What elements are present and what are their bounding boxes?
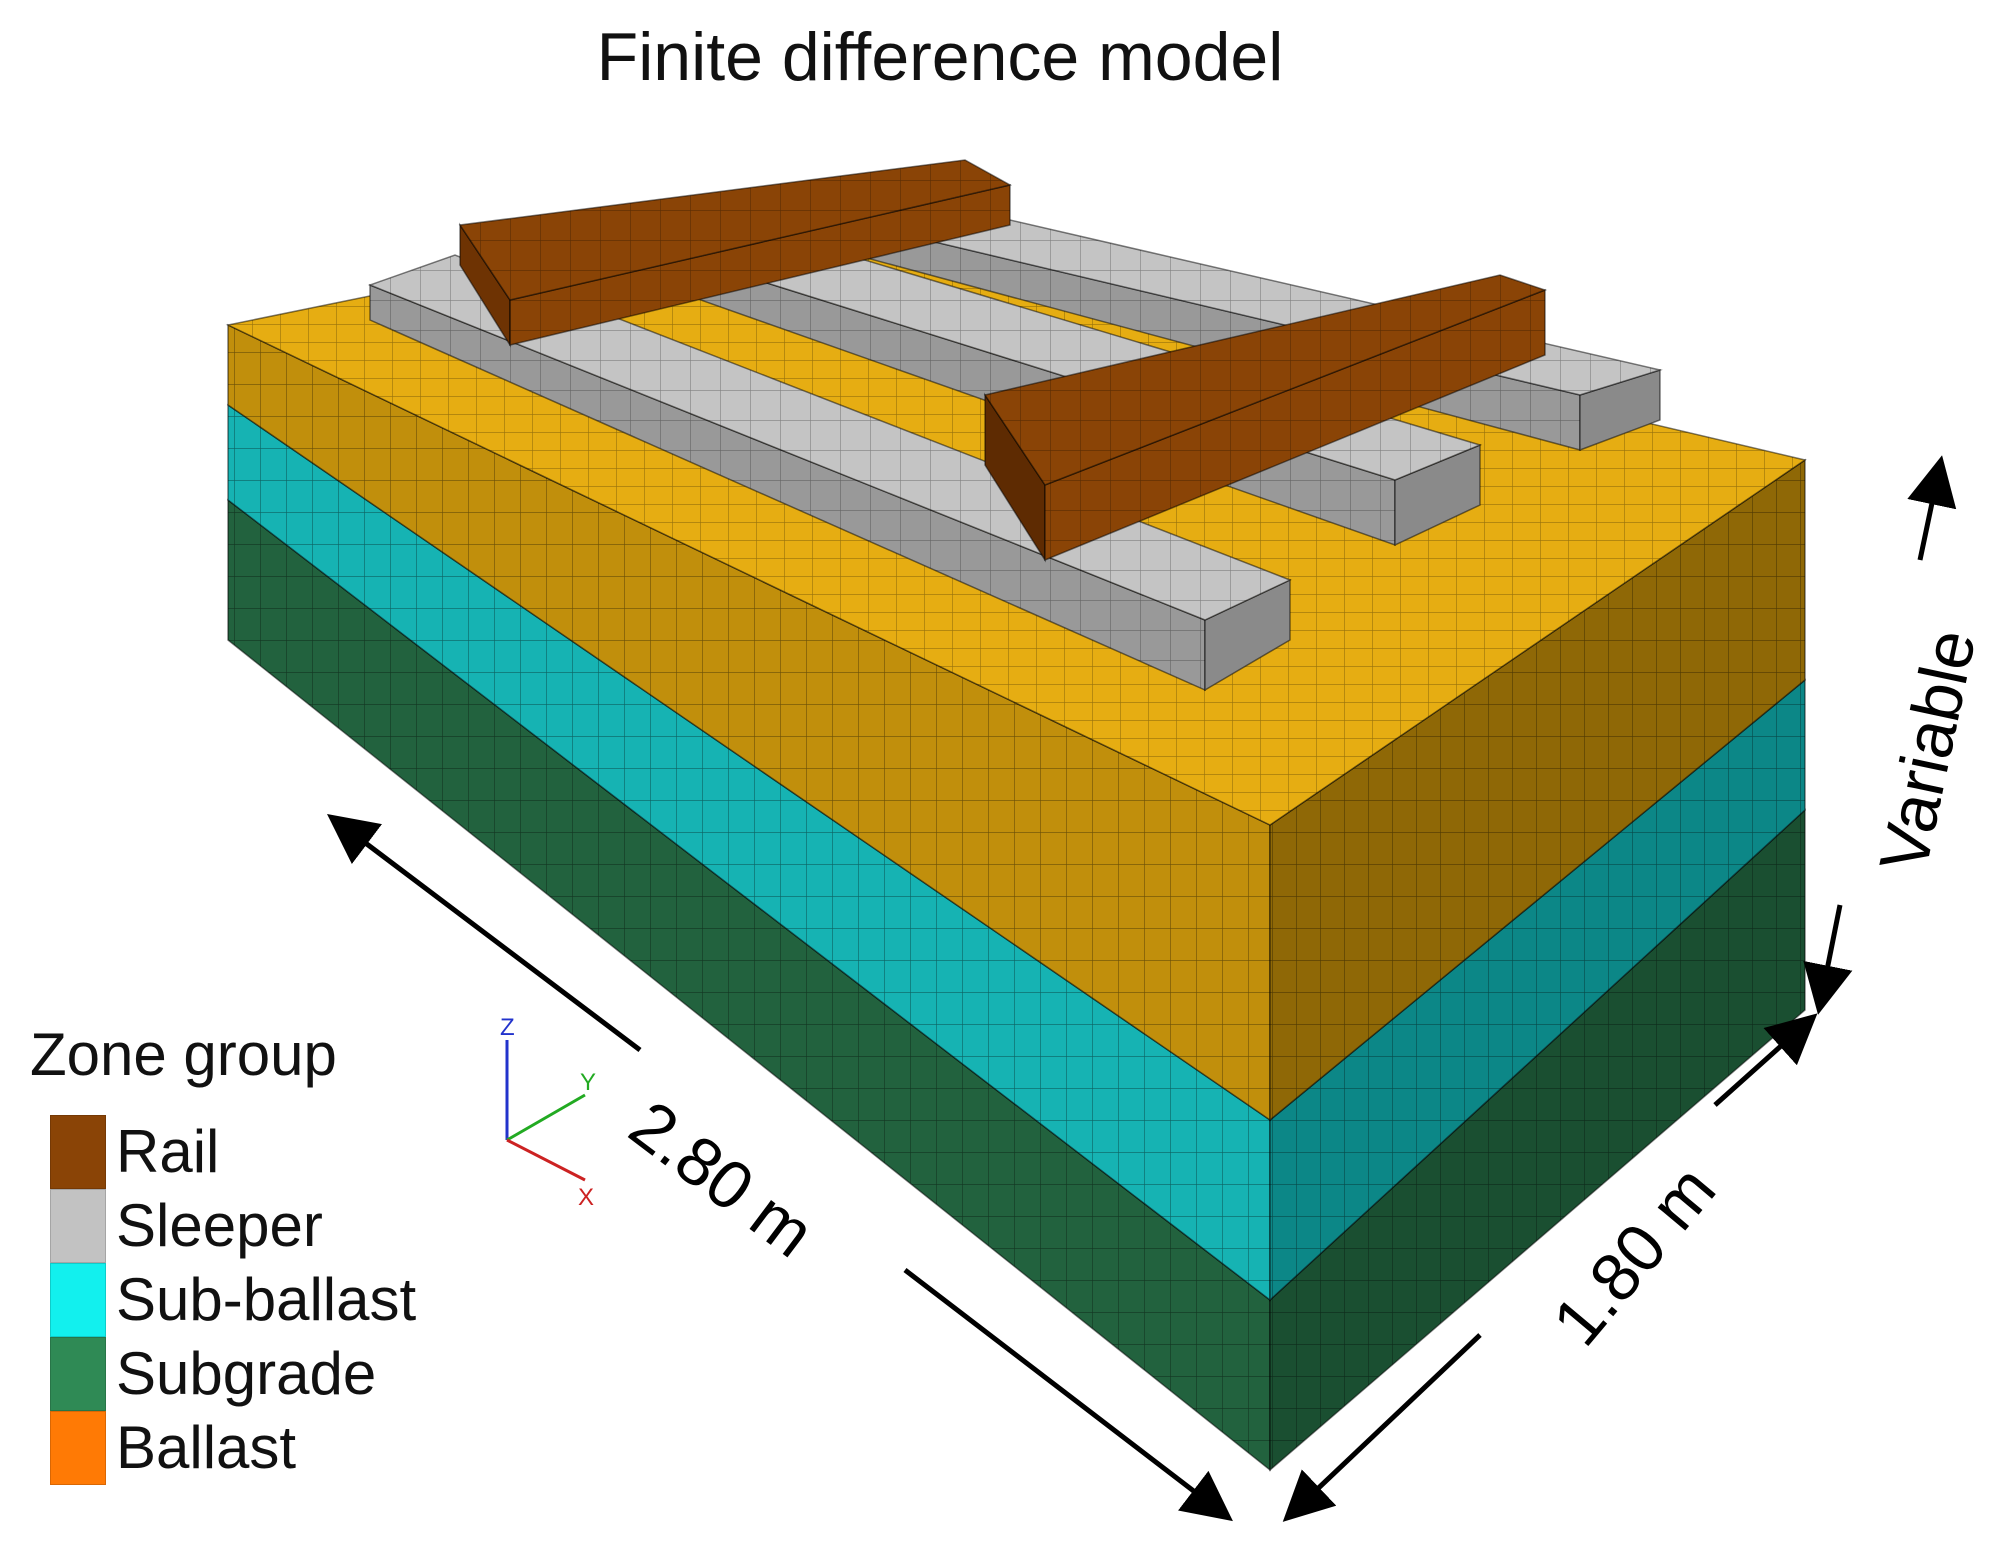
- legend-item-rail: Rail: [50, 1115, 416, 1189]
- legend-item-sleeper: Sleeper: [50, 1189, 416, 1263]
- legend-label-subgrade: Subgrade: [116, 1340, 377, 1407]
- rail-2: [983, 274, 1548, 563]
- z-axis-label: Z: [500, 1014, 515, 1041]
- dimension-height: Variable: [1803, 455, 1990, 1015]
- height-arrow-upper: [1907, 455, 1957, 561]
- length-arrow-upper: [327, 813, 642, 1052]
- legend: Rail Sleeper Sub-ballast Subgrade Ballas…: [50, 1115, 416, 1485]
- x-axis-line: [506, 1138, 586, 1182]
- rails: [458, 159, 1548, 563]
- rail-1: [458, 159, 1013, 348]
- subgrade-front-grid: [228, 500, 1270, 1470]
- subgrade-right-grid: [1270, 810, 1805, 1470]
- subballast-front-grid: [228, 405, 1270, 1300]
- legend-label-sub-ballast: Sub-ballast: [116, 1266, 417, 1333]
- length-label: 2.80 m: [616, 1086, 828, 1272]
- legend-item-subgrade: Subgrade: [50, 1337, 416, 1411]
- x-axis-label: X: [578, 1184, 594, 1211]
- legend-item-sub-ballast: Sub-ballast: [50, 1263, 416, 1337]
- legend-label-sleeper: Sleeper: [116, 1192, 323, 1259]
- axes-triad: Z Y X: [500, 1014, 596, 1211]
- legend-label-rail: Rail: [116, 1118, 220, 1185]
- y-axis-line: [506, 1093, 586, 1142]
- y-axis-label: Y: [580, 1069, 596, 1096]
- legend-item-ballast: Ballast: [50, 1411, 416, 1485]
- legend-swatch-subgrade: [50, 1337, 106, 1411]
- height-arrow-lower: [1803, 904, 1853, 1015]
- subballast-right-grid: [1270, 680, 1805, 1300]
- legend-label-ballast: Ballast: [116, 1414, 297, 1481]
- legend-title: Zone group: [30, 1021, 337, 1088]
- legend-swatch-ballast: [50, 1411, 106, 1485]
- diagram-title: Finite difference model: [596, 19, 1284, 95]
- legend-swatch-sub-ballast: [50, 1263, 106, 1337]
- height-label: Variable: [1865, 623, 1990, 878]
- ballast-right-grid: [1270, 460, 1805, 1120]
- legend-swatch-rail: [50, 1115, 106, 1189]
- width-arrow-upper: [1713, 1013, 1818, 1107]
- width-arrow-lower: [1282, 1333, 1482, 1522]
- ballast-front-grid: [228, 325, 1270, 1120]
- legend-swatch-sleeper: [50, 1189, 106, 1263]
- length-arrow-lower: [903, 1268, 1233, 1522]
